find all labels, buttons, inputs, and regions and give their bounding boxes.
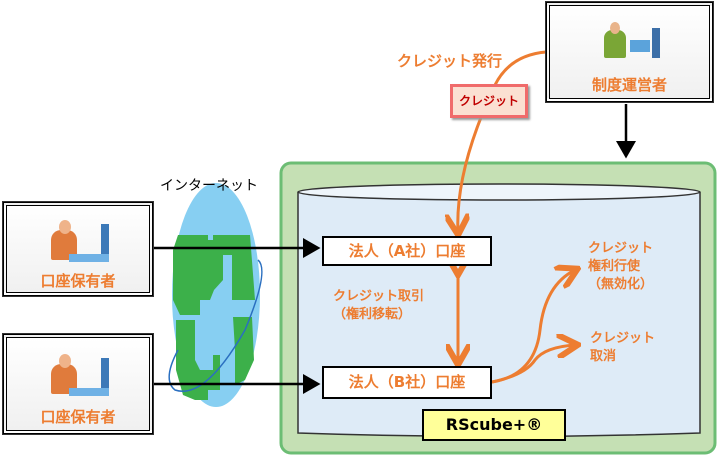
database-top: [297, 183, 701, 201]
operator-box: 制度運営者: [546, 2, 713, 102]
credit-card: クレジット: [450, 84, 528, 118]
holder-b-person-icon: [49, 350, 119, 398]
holder-a-person-icon: [49, 216, 119, 264]
account-b: 法人（B社）口座: [322, 366, 492, 399]
holder-b-label: 口座保有者: [40, 408, 116, 426]
internet-label: インターネット: [160, 178, 258, 194]
exercise-line2: 権利行使: [588, 259, 641, 274]
holder-a-label: 口座保有者: [40, 272, 116, 290]
exercise-line1: クレジット: [588, 241, 654, 256]
cancel-line2: 取消: [590, 349, 617, 364]
exercise-label: クレジット 権利行使 （無効化）: [588, 240, 653, 294]
operator-label: 制度運営者: [591, 76, 667, 94]
transfer-line1: クレジット取引: [333, 289, 425, 304]
account-a: 法人（A社）口座: [322, 236, 492, 266]
arrow-cancel: [491, 345, 575, 384]
holder-a-box: 口座保有者: [3, 202, 153, 296]
exercise-line3: （無効化）: [588, 277, 654, 292]
cancel-line1: クレジット: [590, 331, 656, 346]
issuance-label: クレジット発行: [397, 52, 503, 70]
transfer-label: クレジット取引 （権利移転）: [333, 288, 424, 324]
cancel-label: クレジット 取消: [590, 330, 655, 366]
holder-b-box: 口座保有者: [3, 334, 153, 434]
system-label: RScube+®: [422, 409, 566, 441]
globe-icon: [168, 183, 263, 407]
transfer-line2: （権利移転）: [333, 307, 412, 322]
operator-person-icon: [602, 18, 662, 63]
